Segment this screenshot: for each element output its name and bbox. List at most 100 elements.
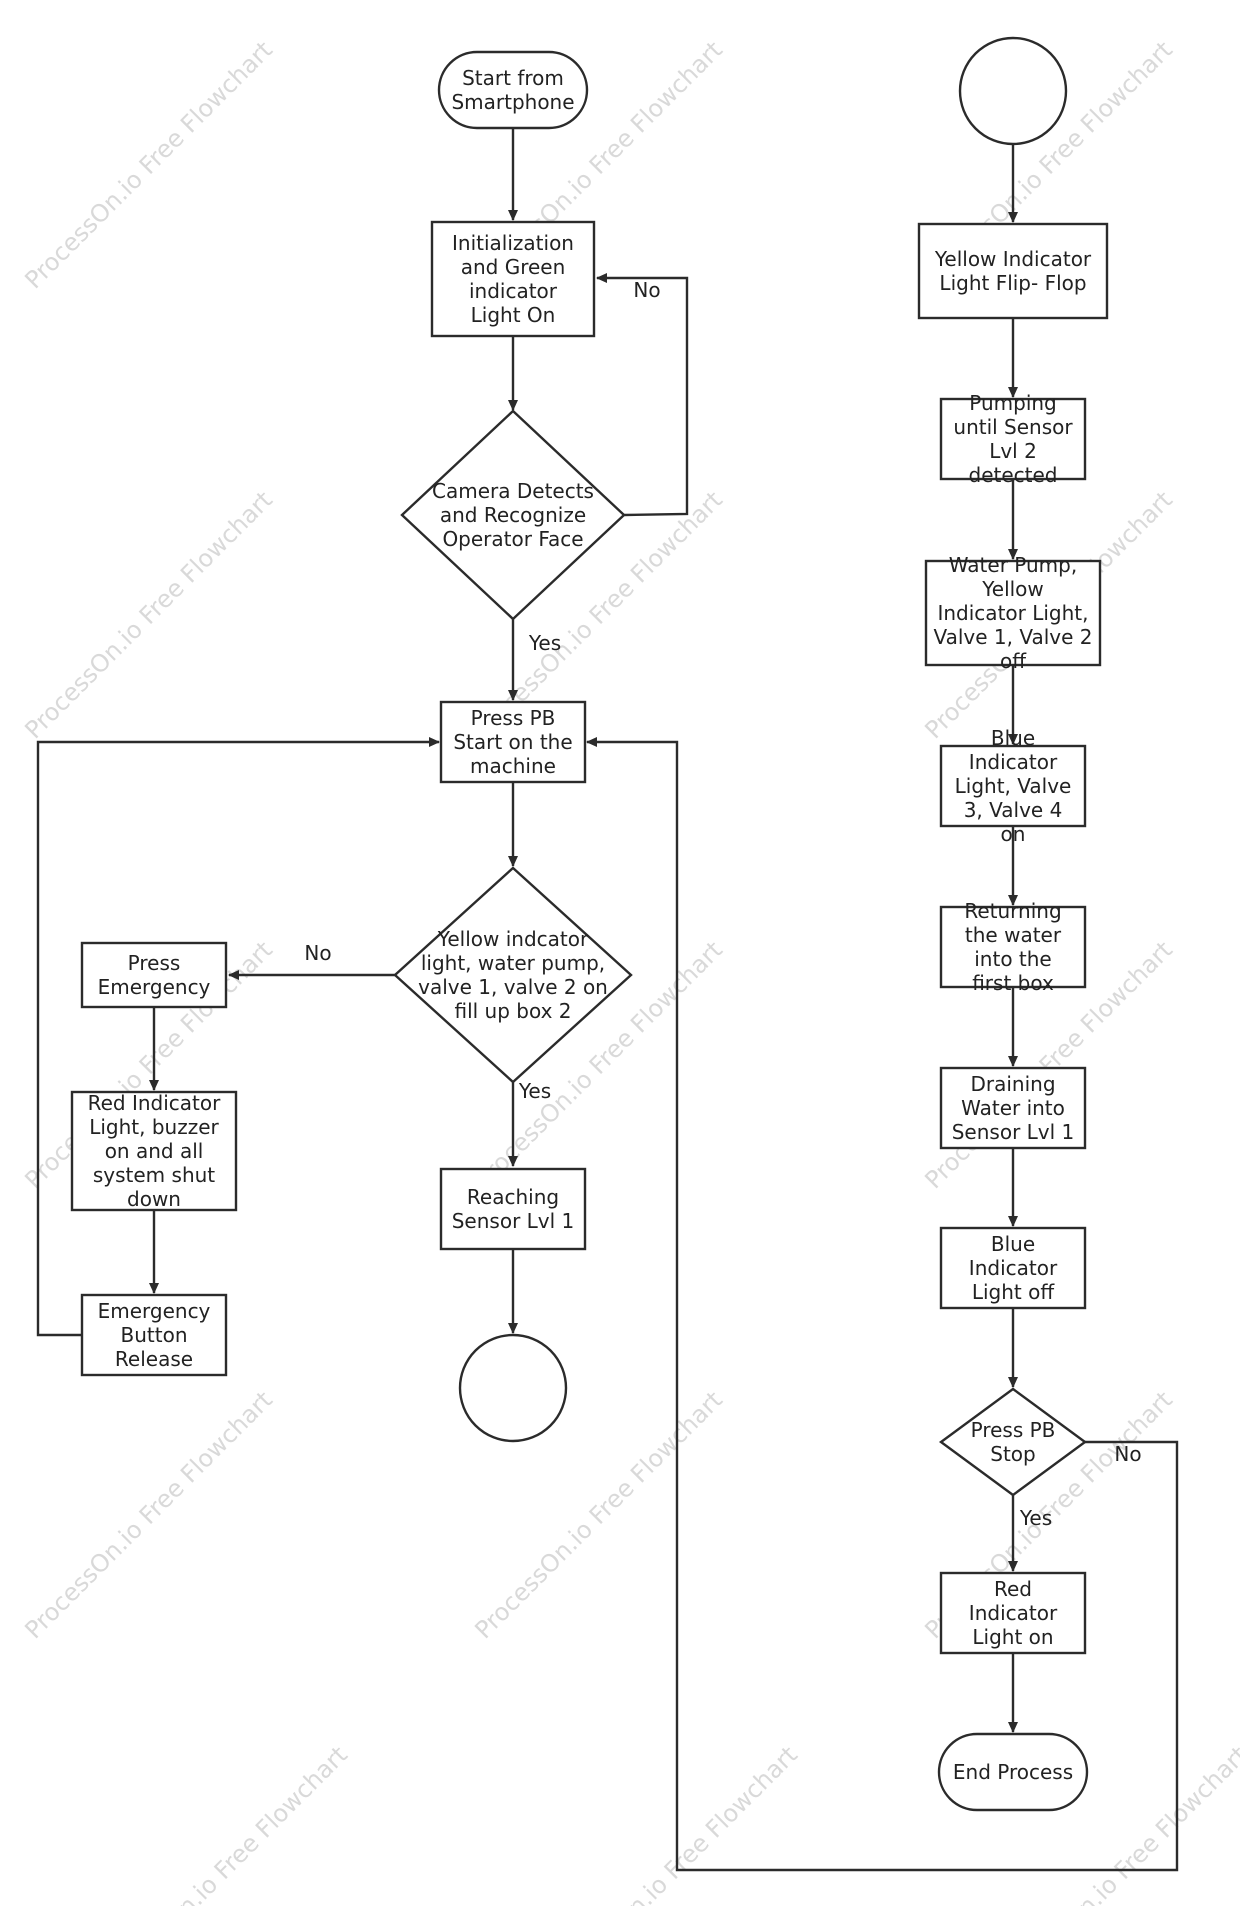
node-label-line: indicator <box>469 279 558 303</box>
node-label-line: Press PB <box>471 706 556 730</box>
edge-label-no: No <box>1114 1442 1141 1466</box>
process-box <box>917 222 1109 320</box>
node-label-line: Press PB <box>971 1418 1056 1442</box>
process-box <box>939 397 1087 481</box>
edge-label-no: No <box>633 278 660 302</box>
edge-label-no: No <box>304 941 331 965</box>
node-label-line: Release <box>115 1347 193 1371</box>
process-box <box>924 559 1102 667</box>
node-label-line: Red Indicator <box>88 1091 222 1115</box>
node-label-line: Press <box>128 951 181 975</box>
process-box <box>939 1571 1087 1655</box>
node-label-line: Red <box>994 1577 1032 1601</box>
terminal-shape <box>937 1732 1089 1812</box>
node-label-line: Indicator <box>969 750 1058 774</box>
node-label-line: Draining <box>970 1072 1055 1096</box>
node-label-line: Yellow indcator <box>437 927 589 951</box>
node-connector-out <box>458 1333 568 1443</box>
connector-circle <box>458 1333 568 1443</box>
edge-stop-pbstart-no <box>586 737 1179 1872</box>
node-label-line: End Process <box>953 1760 1073 1784</box>
node-label-line: Start from <box>462 66 564 90</box>
edge-release-pbstart <box>36 737 440 1337</box>
node-label-line: Light, buzzer <box>89 1115 219 1139</box>
node-label-line: Operator Face <box>442 527 583 551</box>
node-label-line: Indicator <box>969 1256 1058 1280</box>
watermark-text: ProcessOn.io Free Flowchart <box>544 1741 802 1906</box>
process-box <box>939 1066 1087 1150</box>
watermark-text: ProcessOn.io Free Flowchart <box>94 1741 352 1906</box>
node-label-line: machine <box>470 754 556 778</box>
node-label-line: down <box>127 1187 181 1211</box>
process-box <box>439 700 587 784</box>
node-label-line: Emergency <box>98 975 211 999</box>
node-label-line: Smartphone <box>451 90 574 114</box>
watermark-text: ProcessOn.io Free Flowchart <box>19 1386 277 1644</box>
node-label-line: Valve 1, Valve 2 <box>933 625 1092 649</box>
node-label-line: Sensor Lvl 1 <box>952 1120 1075 1144</box>
node-connector-in <box>958 36 1068 146</box>
watermark-text: ProcessOn.io Free Flowchart <box>19 486 277 744</box>
edge-camera-init-no <box>596 273 689 517</box>
node-label-line: first box <box>972 971 1054 995</box>
node-label-line: 3, Valve 4 <box>964 798 1063 822</box>
node-label-line: Light On <box>471 303 556 327</box>
node-label-line: and Green <box>461 255 566 279</box>
node-label-line: fill up box 2 <box>454 999 571 1023</box>
process-box <box>70 1090 238 1212</box>
node-label: End Process <box>953 1760 1073 1784</box>
edge-layer <box>36 128 1179 1872</box>
node-label-line: Stop <box>990 1442 1035 1466</box>
node-label-line: Yellow Indicator <box>934 247 1092 271</box>
node-label-line: Camera Detects <box>432 479 594 503</box>
node-label-line: Indicator Light, <box>937 601 1088 625</box>
process-box <box>939 744 1087 828</box>
node-label-line: system shut <box>93 1163 215 1187</box>
node-end: End Process <box>937 1732 1089 1812</box>
node-label-line: Pumping <box>969 391 1057 415</box>
node-label-line: on and all <box>105 1139 204 1163</box>
edge-label-yes: Yes <box>518 1079 551 1103</box>
node-label-line: valve 1, valve 2 on <box>418 975 608 999</box>
node-label-line: Light off <box>972 1280 1056 1304</box>
node-label-line: and Recognize <box>440 503 586 527</box>
node-label-line: Returning <box>964 899 1061 923</box>
decision-diamond <box>400 409 626 621</box>
node-label-line: Initialization <box>452 231 574 255</box>
process-box <box>430 220 596 338</box>
watermark-text: ProcessOn.io Free Flowchart <box>19 36 277 294</box>
node-label-line: Lvl 2 <box>989 439 1037 463</box>
node-label-line: on <box>1001 822 1026 846</box>
node-label-line: Light on <box>972 1625 1053 1649</box>
process-box <box>939 905 1087 989</box>
node-label-line: Light Flip- Flop <box>939 271 1086 295</box>
